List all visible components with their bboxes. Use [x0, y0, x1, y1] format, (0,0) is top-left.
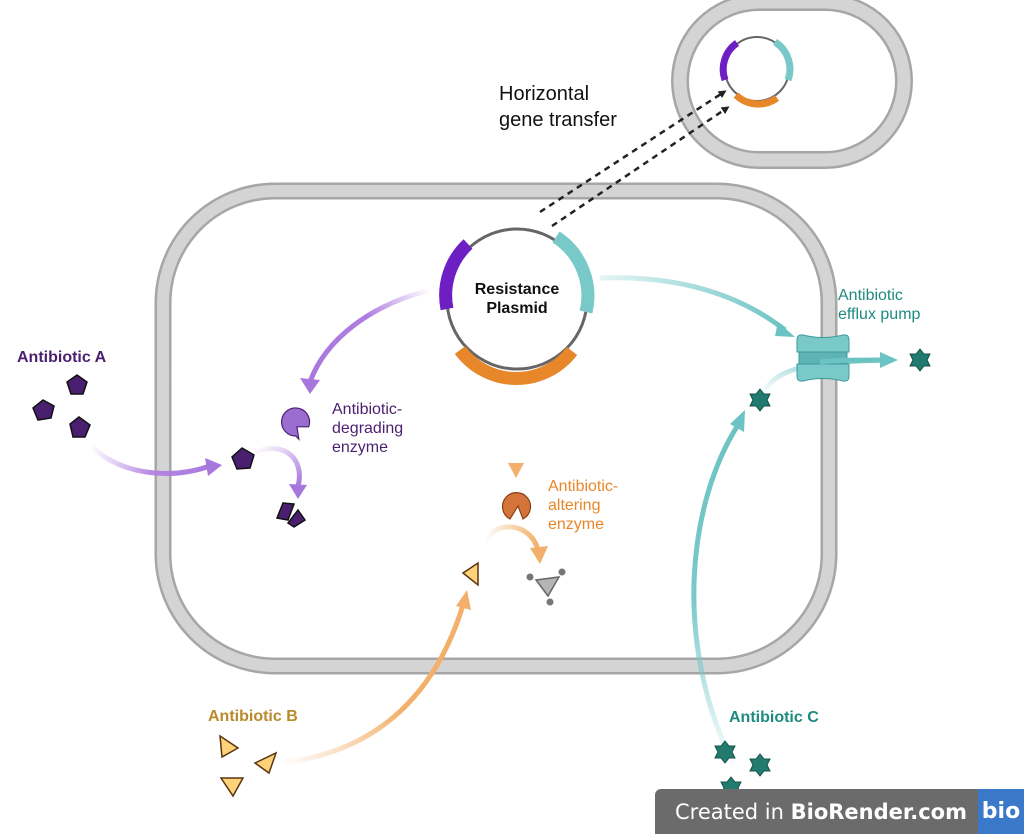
- hgt-label-2: gene transfer: [499, 109, 617, 131]
- efflux-label-1: Antibiotic: [838, 287, 903, 304]
- antibiotic-b-molecules: [219, 561, 479, 798]
- plasmid-label-2: Plasmid: [486, 300, 547, 317]
- altered-antibiotic: [526, 568, 566, 606]
- bacterial-cell: [154, 182, 838, 675]
- altering-label-3: enzyme: [548, 516, 604, 533]
- pentagon-icon: [231, 447, 255, 470]
- antibiotic-b-label: Antibiotic B: [208, 708, 298, 725]
- arrow-plasmid-to-altering-enzyme: [508, 385, 524, 478]
- biorender-watermark[interactable]: Created in BioRender.com bio: [655, 789, 1024, 834]
- arrow-alteration: [482, 524, 548, 564]
- arrow-antibiotic-c-entry: [691, 410, 745, 772]
- broken-pentagon-icon: [286, 508, 307, 528]
- antibiotic-a-molecules: [32, 374, 307, 528]
- triangle-icon: [461, 561, 479, 587]
- degrading-label-1: Antibiotic-: [332, 401, 402, 418]
- triangle-icon: [219, 734, 240, 759]
- efflux-label-2: efflux pump: [838, 306, 921, 323]
- plasmid-label-1: Resistance: [475, 281, 560, 298]
- broken-pentagon-icon: [275, 502, 296, 521]
- efflux-pump: [796, 334, 886, 382]
- star-icon: [909, 348, 931, 372]
- altering-label-2: altering: [548, 497, 600, 514]
- watermark-brand: BioRender.com: [790, 799, 967, 824]
- watermark-prefix: Created in: [675, 799, 791, 824]
- star-icon: [714, 740, 736, 764]
- pentagon-icon: [32, 399, 55, 421]
- degrading-label-3: enzyme: [332, 439, 388, 456]
- arrow-plasmid-to-efflux-pump: [599, 275, 795, 337]
- arrow-antibiotic-a-entry: [88, 443, 222, 476]
- hgt-label-1: Horizontal: [499, 83, 589, 105]
- recipient-plasmid: [719, 36, 794, 108]
- triangle-icon: [253, 751, 278, 775]
- arrow-antibiotic-b-entry: [281, 590, 471, 766]
- arrow-degradation: [254, 445, 307, 499]
- altering-label-1: Antibiotic-: [548, 478, 618, 495]
- antibiotic-a-label: Antibiotic A: [17, 349, 107, 366]
- recipient-cell: [671, 0, 913, 169]
- biorender-logo-icon: bio: [978, 789, 1024, 834]
- star-icon: [749, 388, 771, 412]
- degrading-label-2: degrading: [332, 420, 403, 437]
- arrow-plasmid-to-degrading-enzyme: [300, 287, 431, 394]
- pentagon-icon: [69, 416, 91, 438]
- degrading-enzyme: [280, 407, 311, 442]
- altering-enzyme: [501, 492, 532, 520]
- hgt-arrows: [539, 90, 730, 228]
- resistance-plasmid: Resistance Plasmid: [439, 227, 595, 385]
- pentagon-icon: [66, 374, 88, 395]
- star-icon: [749, 753, 771, 777]
- antibiotic-c-label: Antibiotic C: [729, 709, 819, 726]
- watermark-text: Created in BioRender.com: [675, 800, 967, 824]
- triangle-icon: [219, 777, 245, 798]
